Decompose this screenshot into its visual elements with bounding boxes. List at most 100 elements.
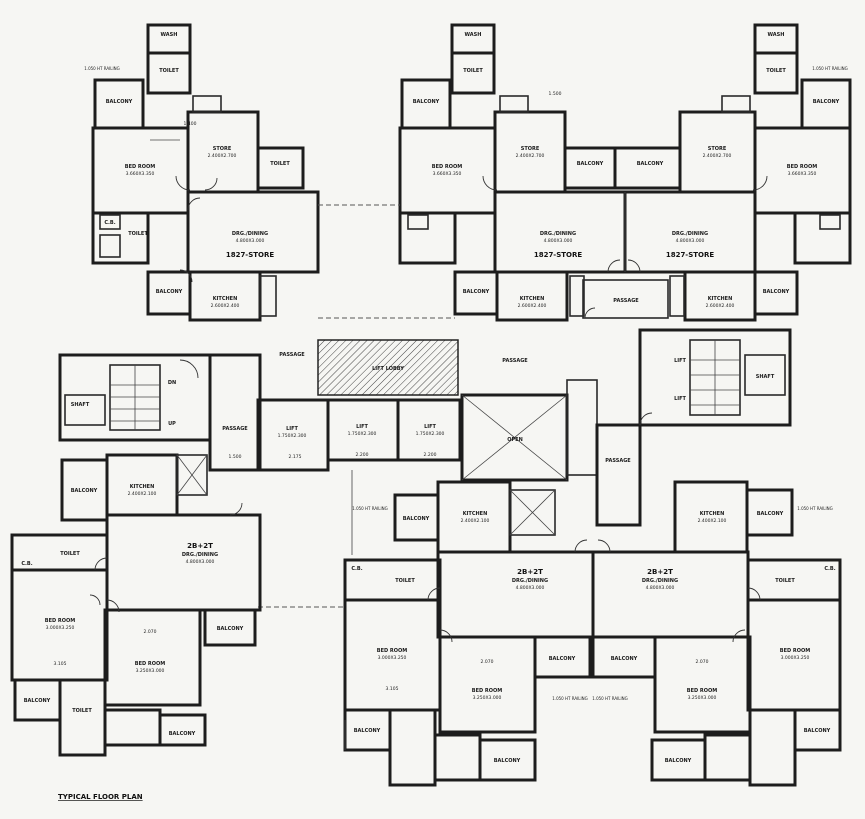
label-open: OPEN	[507, 437, 523, 443]
label-bedroom-tr1: BED ROOM	[432, 164, 462, 170]
dim-drg-tr2: 4.800X3.000	[676, 238, 705, 244]
label-balcony2-br2: BALCONY	[611, 656, 638, 662]
unit-type-tr2: 1827-STORE	[666, 251, 715, 259]
rail-tl: 1.050 HT RAILING	[84, 66, 119, 71]
label-toilet2-tl: TOILET	[270, 161, 290, 167]
unit-top-right-pair: WASH TOILET BALCONY BED ROOM 3.660X3.350…	[398, 23, 852, 322]
dim-lift-3: 1.750X2.300	[416, 431, 445, 437]
dim-bedroom-tr1: 3.660X3.350	[433, 171, 462, 177]
label-balcony4-br2: BALCONY	[665, 758, 692, 764]
label-balcony3-br2: BALCONY	[804, 728, 831, 734]
label-shaft-l: SHAFT	[71, 402, 90, 408]
label-drg-tl: DRG./DINING	[232, 231, 268, 237]
rail-br2: 1.050 HT RAILING	[592, 696, 627, 701]
dim-store-tr1: 2.400X2.700	[516, 153, 545, 159]
label-balcony-bl: BALCONY	[71, 488, 98, 494]
label-balcony4-br1: BALCONY	[494, 758, 521, 764]
label-balcony-tr2: BALCONY	[813, 99, 840, 105]
label-bedroom-br2a: BED ROOM	[780, 648, 810, 654]
label-balcony2-tl: BALCONY	[156, 289, 183, 295]
label-lift-1: LIFT	[286, 426, 298, 432]
label-passage-c2: PASSAGE	[502, 358, 528, 364]
dim-bedroom-br2b: 3.250X3.000	[688, 695, 717, 701]
label-drg-br1: DRG./DINING	[512, 578, 548, 584]
label-passage-l: PASSAGE	[222, 426, 248, 432]
label-kitchen-br1: KITCHEN	[463, 511, 488, 517]
rail-br1: 1.050 HT RAILING	[552, 696, 587, 701]
label-toilet-tr2: TOILET	[766, 68, 786, 74]
plan-title: TYPICAL FLOOR PLAN	[58, 793, 143, 801]
label-lift-3: LIFT	[424, 424, 436, 430]
dim-bedroom-tl: 3.660X3.350	[126, 171, 155, 177]
dim-store-tl: 2.400X2.700	[208, 153, 237, 159]
label-toilet-tl: TOILET	[159, 68, 179, 74]
dim-lift-2: 1.750X2.300	[348, 431, 377, 437]
dim-kitchen-br2: 2.400X2.100	[698, 518, 727, 524]
dim-drg-bl: 4.800X3.000	[186, 559, 215, 565]
dim-drg-tl: 4.800X3.000	[236, 238, 265, 244]
label-balcony-br1: BALCONY	[403, 516, 430, 522]
unit-type-tl: 1827-STORE	[226, 251, 275, 259]
label-wash-tl: WASH	[161, 32, 178, 38]
label-lift-lobby: LIFT LOBBY	[372, 366, 404, 372]
label-bedroom-bl1: BED ROOM	[45, 618, 75, 624]
label-wash-tr2: WASH	[768, 32, 785, 38]
dim-br-c: 3.105	[386, 686, 399, 692]
label-passage-c: PASSAGE	[279, 352, 305, 358]
dim-bl-a: 2.070	[144, 629, 157, 635]
label-balcony3-br1: BALCONY	[354, 728, 381, 734]
label-cb-br1: C.B.	[351, 566, 362, 572]
label-passage-r: PASSAGE	[605, 458, 631, 464]
label-toilet-tr1: TOILET	[463, 68, 483, 74]
core: SHAFT DN UP PASSAGE PASSAGE LIFT 1.750X2…	[58, 328, 792, 527]
label-balcony-tr-mid2: BALCONY	[637, 161, 664, 167]
label-balcony2-bl: BALCONY	[217, 626, 244, 632]
dim-drg-br2: 4.800X3.000	[646, 585, 675, 591]
rail-br3: 1.050 HT RAILING	[352, 506, 387, 511]
dim-kitchen-bl: 2.400X2.100	[128, 491, 157, 497]
label-store-tr1: STORE	[521, 146, 540, 152]
label-balcony2-tr2: BALCONY	[763, 289, 790, 295]
unit-type-bl: 2B+2T	[187, 542, 213, 550]
unit-type-br1: 2B+2T	[517, 568, 543, 576]
dim-core-b: 2.175	[289, 454, 302, 460]
label-balcony-br2: BALCONY	[757, 511, 784, 517]
label-cb-tl: C.B.	[104, 220, 115, 226]
label-balcony-tl: BALCONY	[106, 99, 133, 105]
unit-bottom-left: BALCONY KITCHEN 2.400X2.100 2B+2T DRG./D…	[10, 453, 262, 757]
rail-br4: 1.050 HT RAILING	[797, 506, 832, 511]
dim-bedroom-br1a: 3.000X3.250	[378, 655, 407, 661]
label-bedroom-tr2: BED ROOM	[787, 164, 817, 170]
label-store-tr2: STORE	[708, 146, 727, 152]
dim-bedroom-bl2: 3.250X3.000	[136, 668, 165, 674]
label-balcony4-bl: BALCONY	[169, 731, 196, 737]
unit-top-left: WASH TOILET BALCONY BED ROOM 3.660X3.350…	[84, 23, 320, 322]
label-store-tl: STORE	[213, 146, 232, 152]
label-toilet2-bl: TOILET	[72, 708, 92, 714]
label-balcony-tr-mid1: BALCONY	[577, 161, 604, 167]
label-balcony-tr1: BALCONY	[413, 99, 440, 105]
label-toilet3-tl: TOILET	[128, 231, 148, 237]
dim-core-a: 1.500	[229, 454, 242, 460]
dim-br-b: 2.070	[696, 659, 709, 665]
dim-kitchen-br1: 2.400X2.100	[461, 518, 490, 524]
label-drg-br2: DRG./DINING	[642, 578, 678, 584]
label-kitchen-tl: KITCHEN	[213, 296, 238, 302]
dim-drg-tr1: 4.800X3.000	[544, 238, 573, 244]
dim-tl-a: 1.400	[184, 121, 197, 127]
dim-store-tr2: 2.400X2.700	[703, 153, 732, 159]
unit-type-br2: 2B+2T	[647, 568, 673, 576]
label-toilet-br2: TOILET	[775, 578, 795, 584]
label-cb-bl: C.B.	[21, 561, 32, 567]
label-bedroom-br2b: BED ROOM	[687, 688, 717, 694]
dim-drg-br1: 4.800X3.000	[516, 585, 545, 591]
label-drg-tr1: DRG./DINING	[540, 231, 576, 237]
rail-tr: 1.050 HT RAILING	[812, 66, 847, 71]
label-balcony3-bl: BALCONY	[24, 698, 51, 704]
unit-bottom-right-pair: KITCHEN 2.400X2.100 BALCONY 2B+2T DRG./D…	[343, 480, 842, 787]
dim-lift-1: 1.750X2.300	[278, 433, 307, 439]
label-drg-bl: DRG./DINING	[182, 552, 218, 558]
label-lift-2: LIFT	[356, 424, 368, 430]
